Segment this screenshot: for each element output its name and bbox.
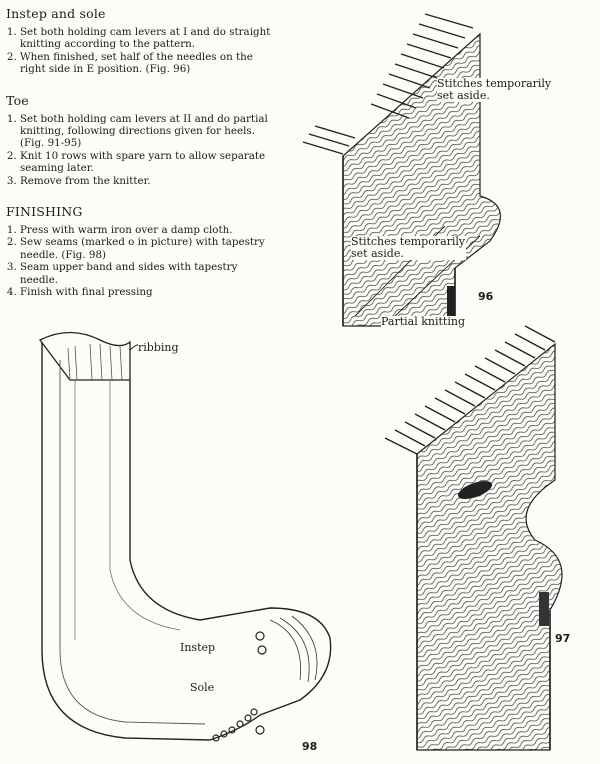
step-list: Set both holding cam levers at I and do … [6, 26, 274, 76]
label-instep: Instep [180, 641, 216, 654]
step-list: Set both holding cam levers at II and do… [6, 113, 274, 187]
label-ribbing: ribbing [138, 341, 179, 354]
knitting-panel-illustration [302, 13, 501, 327]
step-item: When finished, set half of the needles o… [20, 51, 274, 76]
section-finishing: FINISHING Press with warm iron over a da… [6, 204, 274, 298]
figure-98: ribbing Instep Sole 98 [30, 320, 350, 760]
section-title: FINISHING [6, 204, 83, 220]
step-list: Press with warm iron over a damp cloth. … [6, 224, 274, 298]
step-item: Remove from the knitter. [20, 175, 274, 187]
section-toe: Toe Set both holding cam levers at II an… [6, 93, 274, 187]
figure-96: Stitches temporarily set aside. Stitches… [295, 6, 565, 336]
figure-number: 97 [555, 632, 571, 645]
figure-number: 96 [478, 290, 494, 303]
step-item: Set both holding cam levers at I and do … [20, 26, 274, 51]
figure-97: 97 [375, 320, 585, 760]
step-item: Knit 10 rows with spare yarn to allow se… [20, 150, 274, 175]
step-item: Finish with final pressing [20, 286, 274, 298]
label-stitches-aside-mid: Stitches temporarily set aside. [351, 235, 466, 260]
figure-number: 98 [302, 740, 318, 753]
instructions-column: Instep and sole Set both holding cam lev… [6, 6, 274, 316]
step-item: Set both holding cam levers at II and do… [20, 113, 274, 150]
section-title: Toe [6, 92, 29, 108]
section-instep-sole: Instep and sole Set both holding cam lev… [6, 6, 274, 76]
step-item: Sew seams (marked o in picture) with tap… [20, 236, 274, 261]
step-item: Press with warm iron over a damp cloth. [20, 224, 274, 236]
label-stitches-aside-top: Stitches temporarily set aside. [437, 78, 565, 102]
section-title: Instep and sole [6, 6, 106, 21]
knitting-panel-illustration [384, 325, 563, 751]
step-item: Seam upper band and sides with tapestry … [20, 261, 274, 286]
sock-illustration [39, 331, 332, 742]
label-sole: Sole [190, 681, 215, 694]
label-partial-knitting: Partial knitting [381, 315, 465, 328]
